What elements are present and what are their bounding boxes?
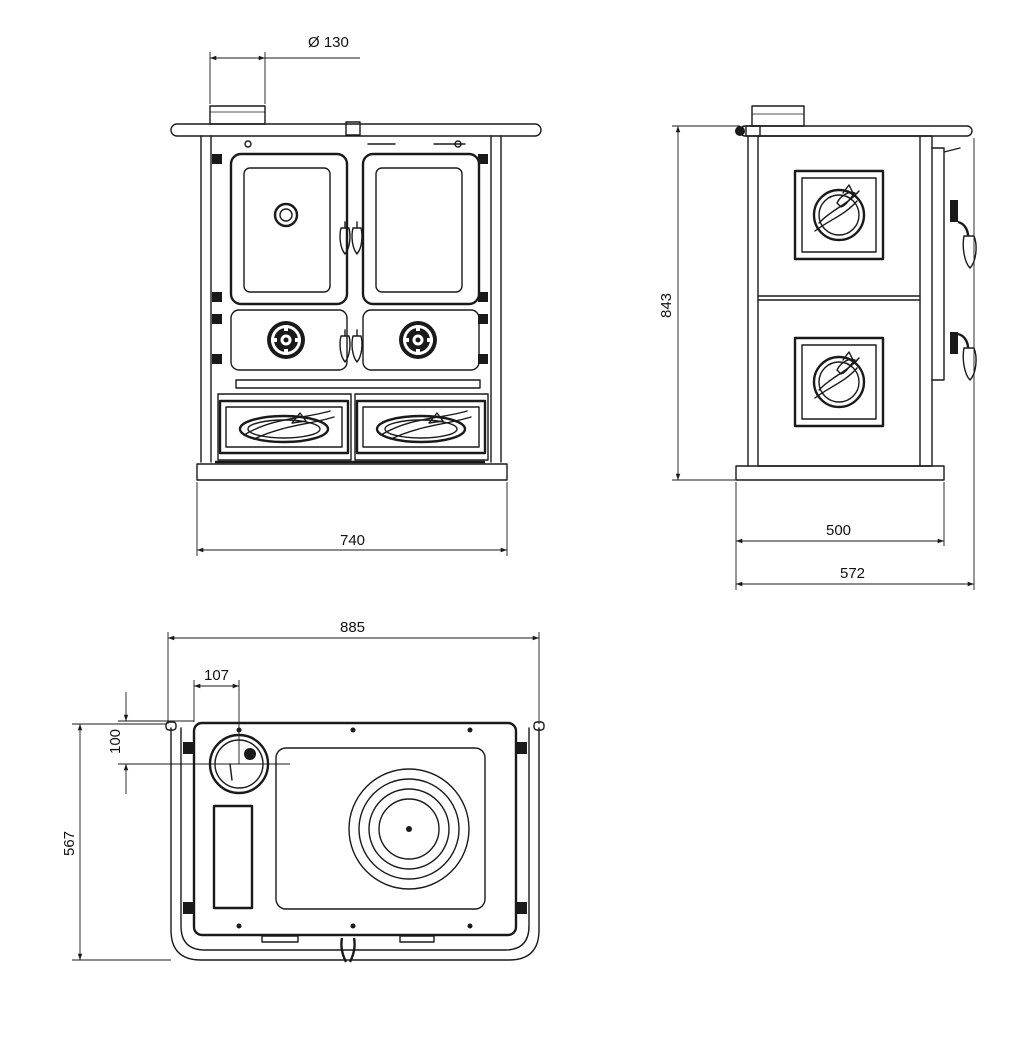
side-dimensions	[672, 125, 975, 590]
top-dimensions	[72, 632, 540, 961]
top-depth-label: 567	[61, 831, 78, 856]
flue-diameter-label: Ø 130	[308, 34, 349, 51]
side-depth-total-label: 572	[840, 565, 865, 582]
height-label: 843	[658, 293, 675, 318]
top-view	[165, 721, 545, 963]
top-width-label: 885	[340, 619, 365, 636]
side-view	[735, 105, 977, 481]
front-dimensions	[196, 52, 508, 556]
front-view	[170, 105, 542, 481]
side-depth-label: 500	[826, 522, 851, 539]
flue-offset-x-label: 107	[204, 667, 229, 684]
flue-offset-y-label: 100	[107, 729, 124, 754]
front-width-label: 740	[340, 532, 365, 549]
